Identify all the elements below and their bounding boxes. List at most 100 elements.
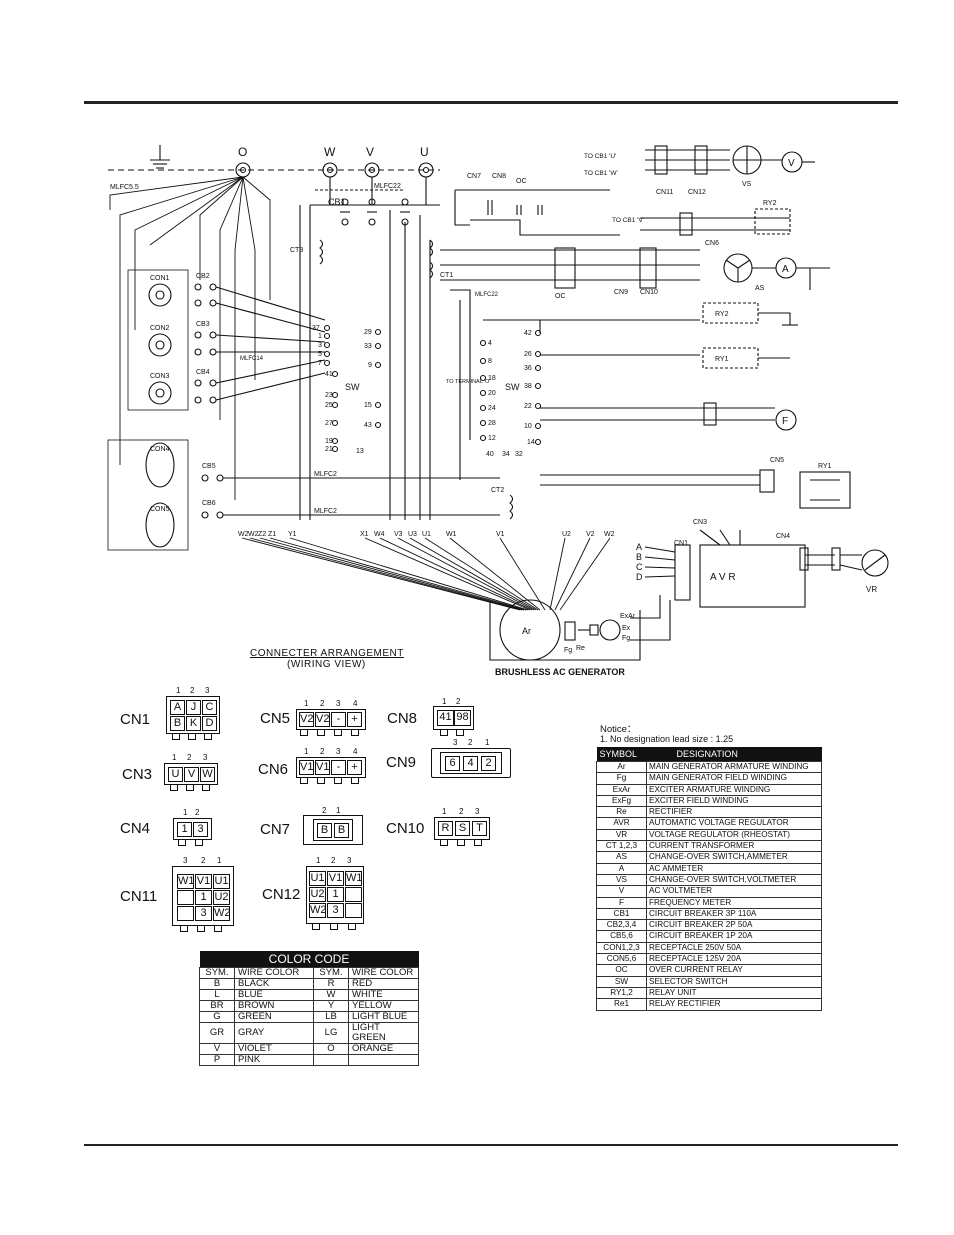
generator-label: BRUSHLESS AC GENERATOR — [495, 667, 625, 677]
sw-left-n9: 9 — [368, 362, 372, 369]
generator-leads — [241, 537, 611, 611]
ct3-label: CT3 — [290, 247, 303, 254]
cn9-cell-2: 2 — [481, 756, 496, 771]
sw-right-n28: 28 — [488, 420, 496, 427]
designation-cell: CHANGE-OVER SWITCH,AMMETER — [646, 851, 822, 864]
designation-cell: CHANGE-OVER SWITCH,VOLTMETER — [646, 873, 822, 887]
designation-cell: RELAY UNIT — [646, 986, 822, 1000]
cn1-cell-k: K — [186, 716, 201, 731]
color-code-header: SYM. — [199, 967, 235, 979]
cn11-name: CN11 — [120, 888, 158, 905]
designation-cell: RECTIFIER — [646, 806, 822, 819]
sw-right-n36: 36 — [524, 365, 532, 372]
ar-label: Ar — [522, 626, 531, 636]
designation-cell: AUTOMATIC VOLTAGE REGULATOR — [646, 817, 822, 830]
cn8-tab — [456, 729, 464, 736]
cell: Y — [313, 1000, 349, 1012]
terminal-o-label: O — [238, 145, 247, 159]
ammeter-switch-area: OC CN9 CN10 AS A — [440, 247, 830, 300]
cn6-cell-minus: - — [331, 760, 346, 775]
cn9-name: CN9 — [386, 754, 417, 771]
cell — [313, 1054, 349, 1066]
cell: BR — [199, 1000, 235, 1012]
con4-label: CON4 — [150, 446, 170, 453]
avr-input-d: D — [636, 572, 643, 582]
symbol-cell: RY1,2 — [596, 986, 647, 1000]
terminal-v-label: V — [366, 145, 374, 159]
terminal-u-label: U — [420, 145, 429, 159]
wire-u1: U1 — [422, 531, 431, 538]
exar-label: ExAr — [620, 613, 636, 620]
cn12-cell-3: 3 — [327, 903, 344, 918]
cn8-connector: 41 98 — [433, 706, 474, 730]
notice-line1: 1. No designation lead size : 1.25 — [600, 734, 734, 744]
cn3-name: CN3 — [122, 766, 153, 783]
cn10-label: CN10 — [640, 289, 658, 296]
brushless-generator: Ar Fg Re ExAr Ex Fg BRUSHLESS AC GENERAT… — [489, 595, 671, 677]
sw-right-n4: 4 — [488, 340, 492, 347]
connector-arrangement-title: CONNECTER ARRANGEMENT — [250, 648, 404, 659]
avr-input-b: B — [636, 552, 642, 562]
cn12-cell-u2: U2 — [309, 887, 326, 902]
oc-label: OC — [516, 178, 527, 185]
wire-u2: U2 — [562, 531, 571, 538]
ry2-relay-area: TO CB1 'V' CN6 RY2 — [612, 200, 791, 247]
designation-cell: EXCITER ARMATURE WINDING — [646, 783, 822, 796]
designation-cell: SELECTOR SWITCH — [646, 975, 822, 988]
cn1-cell-b: B — [170, 716, 185, 731]
cell: W — [313, 989, 349, 1001]
symbol-cell: AVR — [596, 817, 647, 830]
selector-switch-left: 37 1 3 5 7 41 23 25 27 19 21 29 33 9 15 … — [299, 205, 431, 520]
frequency-meter-area: F — [540, 402, 797, 431]
cn1-cell-j: J — [186, 700, 201, 715]
cell: LG — [313, 1022, 349, 1044]
exfg-label: Fg — [622, 635, 630, 642]
cb4-label: CB4 — [196, 369, 210, 376]
cn4-cell-1: 1 — [177, 822, 192, 837]
cell: VIOLET — [234, 1043, 314, 1055]
wire-v1: V1 — [496, 531, 505, 538]
mlfc2-label-2: MLFC2 — [314, 508, 337, 515]
cn7-connector: B B — [303, 815, 363, 845]
symbol-cell: CB2,3,4 — [596, 919, 647, 932]
cn5-tab — [351, 729, 359, 736]
ct2-label: CT2 — [491, 487, 504, 494]
cn10-cell-t: T — [472, 821, 487, 836]
cell: RED — [348, 978, 419, 990]
ry1b-label: RY1 — [818, 463, 832, 470]
cn11-cell-u2: U2 — [213, 890, 230, 905]
cn4-tab — [195, 839, 203, 846]
symbol-cell: Re1 — [596, 998, 647, 1011]
symbol-cell: VR — [596, 828, 647, 842]
cell: GR — [199, 1022, 235, 1044]
ct1-ct2-area: CT1 — [429, 239, 453, 279]
sw-left-n25: 25 — [325, 402, 333, 409]
to-cb1-v-label: TO CB1 'V' — [612, 217, 644, 224]
to-terminal-label: TO TERMINAL 'O' — [446, 379, 490, 385]
wire-x1: X1 — [360, 531, 369, 538]
cn8-tab — [440, 729, 448, 736]
cn11-cell-1: 1 — [195, 890, 212, 905]
cell: GRAY — [234, 1022, 314, 1044]
sw-left-label: SW — [345, 382, 360, 392]
cn9-inner: 6 4 2 — [440, 752, 502, 774]
cn12-tab — [312, 923, 320, 930]
designation-cell: CURRENT TRANSFORMER — [646, 840, 822, 853]
cn6-connector: V1 V1 - + — [296, 757, 366, 778]
cn6-tab — [300, 777, 308, 784]
cn5-tab — [317, 729, 325, 736]
cell: ORANGE — [348, 1043, 419, 1055]
sw-left-n29: 29 — [364, 329, 372, 336]
cn11-cell-u1: U1 — [213, 874, 230, 889]
symbol-cell: A — [596, 862, 647, 875]
cn11-cell-empty1 — [177, 890, 194, 905]
designation-cell: RELAY RECTIFIER — [646, 998, 822, 1011]
color-code-table: COLOR CODE SYM. WIRE COLOR SYM. WIRE COL… — [199, 951, 419, 1066]
cn3-connector: U V W — [164, 763, 218, 785]
